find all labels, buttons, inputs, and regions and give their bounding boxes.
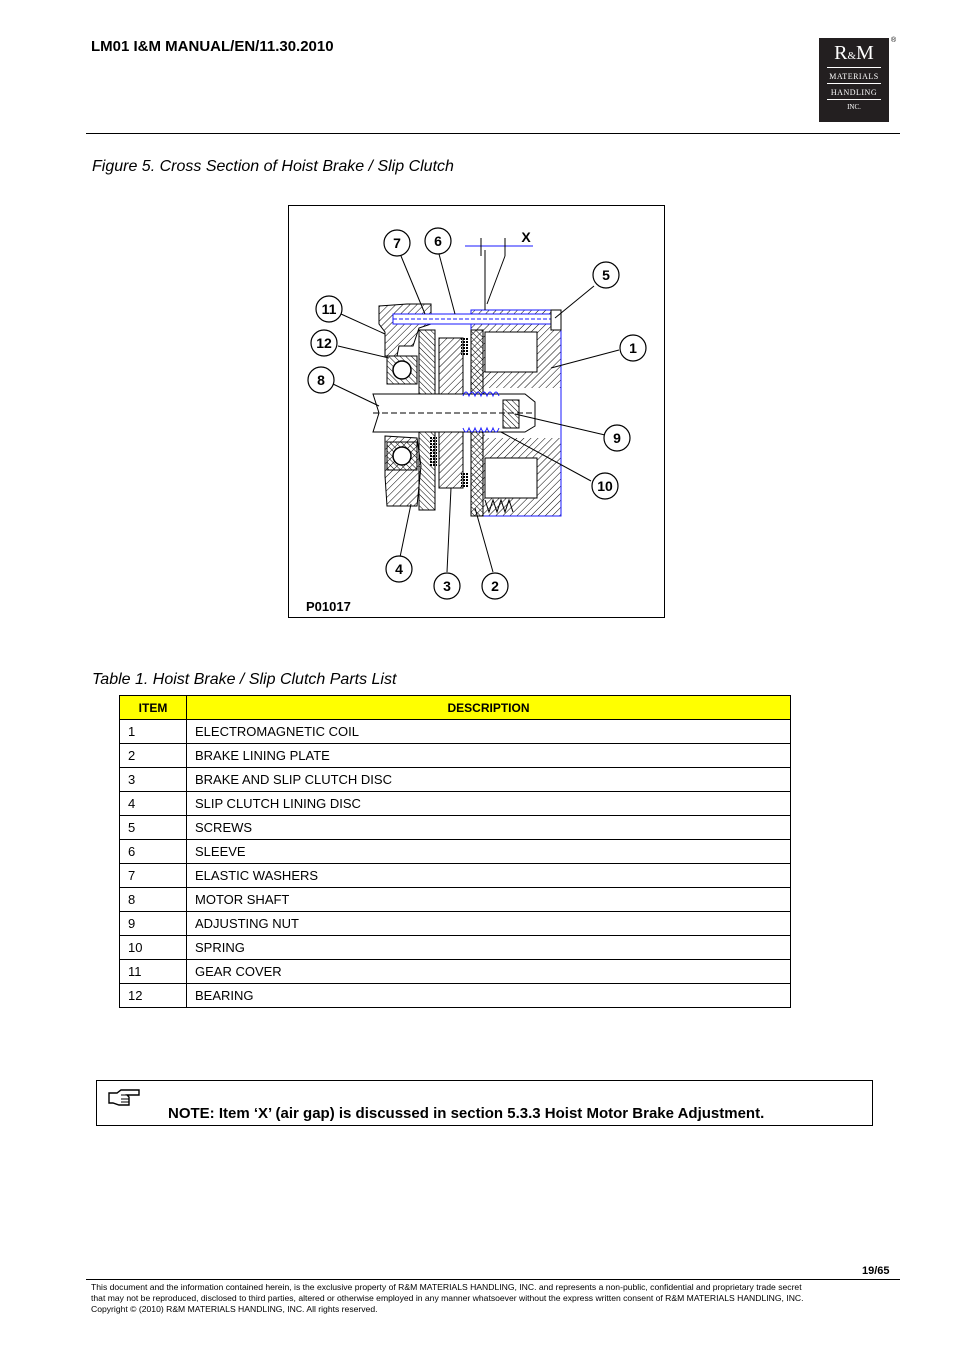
callout-x: X (521, 229, 531, 245)
description-cell: BRAKE AND SLIP CLUTCH DISC (186, 767, 791, 792)
figure-caption: Figure 5. Cross Section of Hoist Brake /… (92, 158, 454, 175)
callout-2: 2 (491, 578, 499, 594)
note-text: NOTE: Item ‘X’ (air gap) is discussed in… (168, 1105, 765, 1122)
callout-11: 11 (322, 301, 337, 317)
description-cell: SPRING (186, 935, 791, 960)
logo-brand: R&M (834, 42, 874, 64)
callout-4: 4 (395, 561, 403, 577)
item-number-cell: 8 (119, 887, 187, 912)
description-cell: SLIP CLUTCH LINING DISC (186, 791, 791, 816)
logo-line-1: MATERIALS (829, 72, 879, 81)
logo-line-3: INC. (847, 103, 861, 111)
description-cell: BEARING (186, 983, 791, 1008)
item-number-cell: 6 (119, 839, 187, 864)
description-cell: ELASTIC WASHERS (186, 863, 791, 888)
item-number-cell: 7 (119, 863, 187, 888)
footer-line-2: that may not be reproduced, disclosed to… (91, 1292, 804, 1303)
description-cell: BRAKE LINING PLATE (186, 743, 791, 768)
description-cell: MOTOR SHAFT (186, 887, 791, 912)
column-header-item: ITEM (119, 695, 187, 720)
header-divider (86, 133, 900, 134)
item-number-cell: 12 (119, 983, 187, 1008)
item-number-cell: 5 (119, 815, 187, 840)
table-header-row: ITEM DESCRIPTION (119, 695, 791, 720)
confidentiality-footer: This document and the information contai… (91, 1282, 903, 1314)
page-number: 19/65 (862, 1265, 890, 1277)
description-cell: ELECTROMAGNETIC COIL (186, 719, 791, 744)
item-number-cell: 1 (119, 719, 187, 744)
item-number-cell: 3 (119, 767, 187, 792)
callout-circles (307, 227, 647, 600)
cross-section-figure: 7 6 X 5 11 12 1 8 9 10 4 3 2 P01017 (288, 205, 665, 618)
pointing-hand-icon (107, 1087, 141, 1114)
table-caption: Table 1. Hoist Brake / Slip Clutch Parts… (92, 671, 397, 688)
description-cell: SLEEVE (186, 839, 791, 864)
callout-12: 12 (316, 335, 332, 351)
description-cell: GEAR COVER (186, 959, 791, 984)
callout-3: 3 (443, 578, 451, 594)
callout-9: 9 (613, 430, 621, 446)
callout-10: 10 (597, 478, 613, 494)
description-cell: ADJUSTING NUT (186, 911, 791, 936)
description-cell: SCREWS (186, 815, 791, 840)
item-number-cell: 2 (119, 743, 187, 768)
item-number-cell: 4 (119, 791, 187, 816)
callout-1: 1 (629, 340, 637, 356)
footer-divider (86, 1279, 900, 1280)
logo-line-2: HANDLING (830, 88, 878, 97)
drawing-id: P01017 (306, 599, 351, 614)
callout-5: 5 (602, 267, 610, 283)
company-logo: R&M MATERIALS HANDLING INC. (819, 38, 889, 122)
item-number-cell: 11 (119, 959, 187, 984)
item-number-cell: 10 (119, 935, 187, 960)
item-number-cell: 9 (119, 911, 187, 936)
column-header-description: DESCRIPTION (186, 695, 791, 720)
callout-7: 7 (393, 235, 401, 251)
brake-cross-section-drawing: 7 6 X 5 11 12 1 8 9 10 4 3 2 (307, 227, 647, 600)
document-title: LM01 I&M MANUAL/EN/11.30.2010 (91, 38, 334, 55)
callout-8: 8 (317, 372, 325, 388)
footer-line-1: This document and the information contai… (91, 1282, 802, 1292)
callout-6: 6 (434, 233, 442, 249)
registered-mark: ® (891, 37, 897, 44)
footer-line-3: Copyright © (2010) R&M MATERIALS HANDLIN… (91, 1303, 378, 1314)
note-box: NOTE: Item ‘X’ (air gap) is discussed in… (96, 1080, 873, 1126)
